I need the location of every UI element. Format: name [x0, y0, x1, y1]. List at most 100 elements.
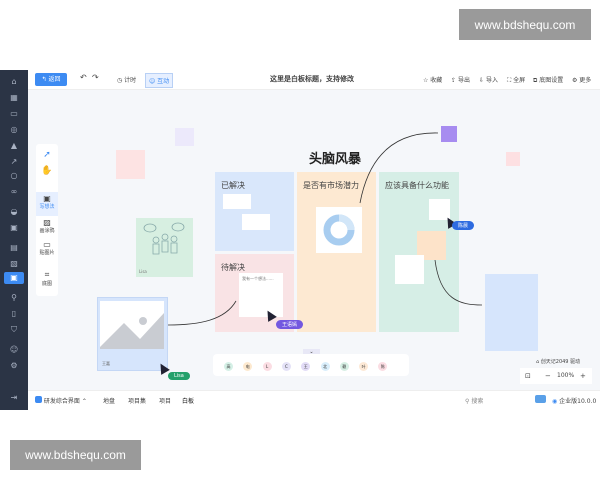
note[interactable]: [429, 199, 450, 220]
zoom-level: 100%: [557, 372, 575, 379]
bg-settings-button[interactable]: ⧉ 底图设置: [533, 77, 564, 84]
shield-icon[interactable]: ⛉: [11, 325, 17, 334]
apps-icon[interactable]: ▦: [10, 93, 18, 102]
chat-icon[interactable]: [535, 395, 546, 403]
shape-pink[interactable]: [116, 150, 145, 179]
shape-lilac[interactable]: [175, 128, 194, 146]
collapse-icon[interactable]: ⇥: [10, 393, 18, 402]
location-icon[interactable]: ◎: [10, 125, 18, 134]
note-icon: ▣: [43, 194, 51, 203]
export-button[interactable]: ⇪ 导出: [451, 77, 470, 84]
back-button[interactable]: ↰ 返回: [35, 73, 67, 86]
whiteboard-icon[interactable]: ▣: [4, 272, 24, 284]
draw-tool[interactable]: ▨画涂鸦: [36, 218, 58, 234]
shape-pink-small[interactable]: [506, 152, 520, 166]
search-box[interactable]: ⚲ 搜索: [465, 398, 484, 405]
bottom-bar: 研发综合界面 ⌃ 地盘 项目集 项目 白板 ⚲ 搜索 ◉ 企业版10.0.0: [28, 390, 600, 410]
hand-tool-icon[interactable]: ✋: [41, 166, 53, 176]
app-sidebar: ⌂ ▦ ▭ ◎ ▲ ↗ ○ ∞ ◒ ▣ ▤ ▧ ▣ ⚲ ▯ ⛉ ☺ ⚙ ⇥: [0, 70, 28, 410]
search-icon[interactable]: ○: [10, 171, 18, 180]
collaborator-avatar[interactable]: 北: [320, 362, 330, 371]
donut-chart-card[interactable]: [316, 207, 362, 253]
tab-dashboard[interactable]: 地盘: [103, 398, 116, 405]
collaborator-avatar[interactable]: 王: [301, 362, 311, 371]
settings-icon[interactable]: ⚙: [10, 361, 18, 370]
draw-label: 画涂鸦: [39, 228, 55, 234]
export-label: 导出: [457, 77, 470, 84]
collaborator-avatar[interactable]: L: [262, 362, 272, 371]
robot-icon[interactable]: ◒: [10, 207, 18, 216]
image-card[interactable]: 王嘉: [97, 297, 168, 371]
undo-icon[interactable]: ↶: [80, 73, 87, 82]
image-placeholder-icon: [100, 301, 164, 349]
column-pending[interactable]: 待解决 我有一个想法......: [215, 254, 294, 332]
base-tool[interactable]: ⌗底图: [36, 270, 58, 287]
flask-icon[interactable]: ▲: [10, 141, 18, 150]
paste-tool[interactable]: ▭贴图片: [36, 240, 58, 256]
shape-blue-rect[interactable]: [485, 274, 538, 351]
cursor-label-2: 王语嫣: [276, 320, 304, 329]
board-title[interactable]: 这里是白板标题，支持修改: [270, 75, 354, 83]
link-icon[interactable]: ∞: [10, 187, 18, 196]
bg-settings-label: 底图设置: [539, 77, 564, 84]
connector-arrow: [434, 259, 483, 306]
shape-purple[interactable]: [441, 126, 457, 142]
tab-project[interactable]: 项目: [159, 398, 172, 405]
write-label: 写想法: [39, 204, 55, 210]
fullscreen-button[interactable]: ⛶ 全屏: [507, 77, 526, 84]
column-solved[interactable]: 已解决: [215, 172, 294, 251]
toolbar: ↰ 返回 ↶ ↷ ◷ 计时 ☺ 互动 这里是白板标题，支持修改 ☆ 收藏 ⇪ 导…: [28, 70, 600, 90]
sticky-note[interactable]: 我有一个想法......: [239, 273, 283, 317]
board-heading[interactable]: 头脑风暴: [309, 152, 362, 167]
collaborator-avatar[interactable]: C: [281, 362, 291, 371]
watermark-bottom: www.bdshequ.com: [10, 440, 141, 470]
collaborator-avatar[interactable]: 高: [224, 362, 233, 371]
collect-button[interactable]: ☆ 收藏: [423, 77, 443, 84]
interact-button[interactable]: ☺ 互动: [145, 73, 174, 88]
users-icon[interactable]: ☺: [9, 345, 19, 354]
import-button[interactable]: ⇩ 导入: [479, 77, 498, 84]
rocket-icon[interactable]: ↗: [10, 157, 18, 166]
column-market[interactable]: 是否有市场潜力: [297, 172, 376, 332]
column-market-title: 是否有市场潜力: [303, 181, 359, 190]
zoom-out-button[interactable]: −: [545, 372, 551, 380]
collaborator-avatar[interactable]: 叶: [359, 362, 369, 371]
chevron-down-icon[interactable]: ⌄: [303, 349, 320, 355]
more-label: 更多: [579, 77, 592, 84]
layers-icon[interactable]: ▧: [10, 259, 18, 268]
logo-icon: ◉: [552, 398, 558, 405]
powered-label: 创天记2049 驱动: [540, 359, 581, 365]
donut-chart: [323, 214, 355, 246]
illustration-caption: Lisa: [139, 269, 147, 274]
note[interactable]: [395, 255, 424, 284]
collaborator-avatar[interactable]: 陈: [378, 362, 388, 371]
illustration-card[interactable]: Lisa: [136, 218, 193, 277]
fit-icon[interactable]: ⊡: [525, 372, 531, 380]
column-features[interactable]: 应该具备什么功能: [379, 172, 459, 332]
doc-icon[interactable]: ▣: [10, 223, 18, 232]
more-button[interactable]: ⚙ 更多: [572, 77, 592, 84]
fullscreen-label: 全屏: [513, 77, 526, 84]
note[interactable]: [223, 194, 251, 209]
home-icon[interactable]: ⌂: [11, 77, 17, 86]
zoom-in-button[interactable]: +: [580, 372, 586, 380]
write-tool[interactable]: ▣写想法: [36, 192, 58, 216]
workspace-switcher[interactable]: 研发综合界面 ⌃: [35, 396, 87, 405]
inbox-icon[interactable]: ▤: [10, 243, 18, 252]
note[interactable]: [242, 214, 270, 230]
timer-button[interactable]: ◷ 计时: [117, 77, 137, 84]
powered-by: ⌂ 创天记2049 驱动: [536, 359, 581, 365]
timer-label: 计时: [124, 77, 137, 84]
version-badge: ◉ 企业版10.0.0: [552, 396, 596, 405]
tab-whiteboard[interactable]: 白板: [182, 398, 195, 405]
tab-program[interactable]: 项目集: [128, 398, 147, 405]
image-icon: ▭: [43, 240, 51, 249]
redo-icon[interactable]: ↷: [92, 73, 99, 82]
file-icon[interactable]: ▯: [11, 309, 17, 318]
collaborator-avatar[interactable]: 电: [243, 362, 253, 371]
share-icon[interactable]: ⚲: [11, 293, 17, 302]
collaborator-avatar[interactable]: 赖: [339, 362, 349, 371]
select-tool-icon[interactable]: ➚: [43, 150, 51, 160]
folder-icon[interactable]: ▭: [10, 109, 18, 118]
